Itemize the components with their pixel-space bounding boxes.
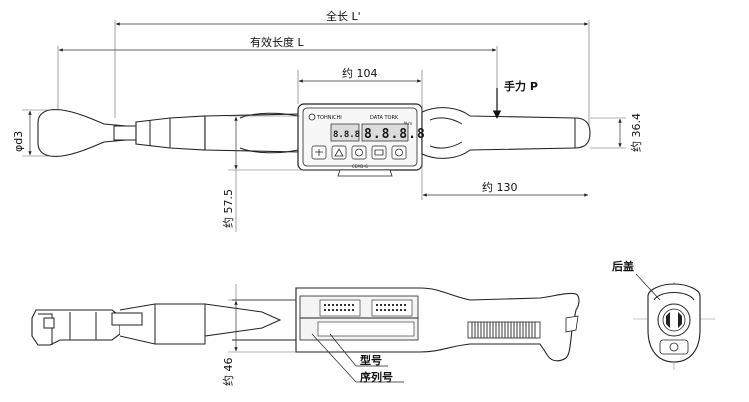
button-5[interactable] xyxy=(391,145,407,160)
grip-diameter-label: 约 36.4 xyxy=(630,113,643,152)
lcd-left xyxy=(330,123,360,142)
lcd-left-digits: 8.8.8 xyxy=(333,130,360,140)
side-view xyxy=(31,284,580,383)
grip-length-label: 约 130 xyxy=(482,181,518,194)
product-name-label: DATA TORK xyxy=(370,115,399,121)
model-tag-label: CEM3-G xyxy=(352,164,368,169)
button-5-icon xyxy=(395,148,403,157)
side-height-label: 约 46 xyxy=(222,358,235,387)
unit-label: N·m xyxy=(404,121,412,126)
end-view xyxy=(633,273,715,370)
brand-label: TOHNICHI xyxy=(316,115,342,121)
button-2[interactable] xyxy=(331,145,347,160)
button-3[interactable] xyxy=(351,145,367,160)
serial-number-callout: 序列号 xyxy=(360,370,393,384)
lcd-digits: 8.8.8.8 xyxy=(364,127,426,142)
grip-outline xyxy=(421,107,591,159)
button-2-icon xyxy=(334,148,344,157)
display-width-label: 约 104 xyxy=(342,67,378,80)
wrench-head-outline xyxy=(37,108,127,158)
force-point-label: 手力 P xyxy=(504,79,538,93)
lcd-panel: TOHNICHI DATA TORK N·m 8.8.8 8.8.8.8 CEM… xyxy=(308,113,426,169)
overall-length-label: 全长 L' xyxy=(326,9,361,23)
button-4[interactable] xyxy=(371,145,387,160)
top-view xyxy=(37,20,591,177)
lcd-main xyxy=(361,123,409,142)
top-dimensions xyxy=(22,22,626,232)
effective-length-label: 有效长度 L xyxy=(250,35,304,49)
head-diameter-label: φd3 xyxy=(12,131,25,152)
model-number-callout: 型号 xyxy=(360,353,382,367)
body-height-label: 约 57.5 xyxy=(222,189,235,228)
button-3-icon xyxy=(355,148,363,157)
button-1-icon xyxy=(315,149,323,156)
rear-cap-callout: 后盖 xyxy=(612,259,634,273)
button-4-icon xyxy=(374,149,384,156)
knurled-grip xyxy=(467,321,541,339)
